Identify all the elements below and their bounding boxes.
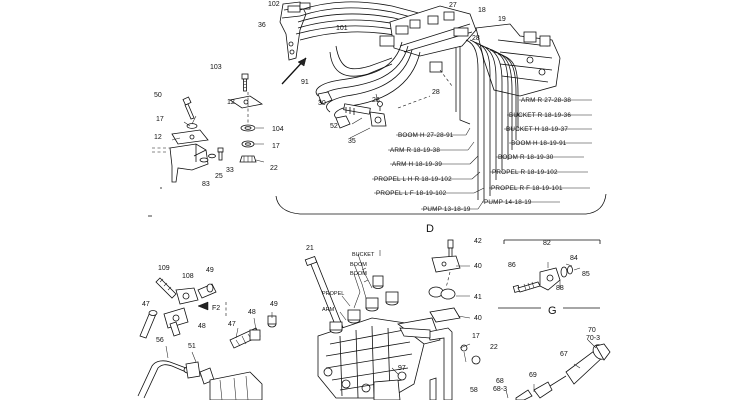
section-label-d: D — [426, 223, 434, 235]
hose-label-pump-13-18-19: PUMP 13-18-19 — [423, 206, 471, 213]
part-22-lower: 22 — [490, 344, 498, 351]
hose-label-propel-l-h-r: PROPEL L H R 18-19-102 — [374, 176, 452, 183]
part-68-3: 68-3 — [493, 386, 507, 393]
part-82: 82 — [543, 240, 551, 247]
part-70: 70 — [588, 327, 596, 334]
fitting-group-52-35 — [343, 93, 387, 139]
part-22-upper: 22 — [270, 165, 278, 172]
part-28-right: 28 — [472, 35, 480, 42]
part-67: 67 — [560, 351, 568, 358]
part-88: 88 — [556, 285, 564, 292]
part-49-right: 49 — [270, 301, 278, 308]
valve-label-boom-b: BOOM — [350, 271, 367, 277]
hose-label-boom-r-18-19-30: BOOM R 18-19-30 — [498, 154, 554, 161]
part-108: 108 — [182, 273, 194, 280]
part-103: 103 — [210, 64, 222, 71]
hose-label-propel-l-f: PROPEL L F 18-19-102 — [376, 190, 447, 197]
valve-label-boom-a: BOOM — [350, 262, 367, 268]
control-valve-assembly — [304, 250, 441, 399]
part-47-right: 47 — [228, 321, 236, 328]
part-12-plate-lower: 12 — [154, 134, 162, 141]
hose-label-boom-h-18-19-91: BOOM H 18-19-91 — [511, 140, 567, 147]
part-48-right: 48 — [248, 309, 256, 316]
valve-label-bucket: BUCKET — [352, 252, 375, 258]
part-86: 86 — [508, 262, 516, 269]
section-d-bracket — [148, 187, 607, 217]
section-labels: D G — [426, 223, 563, 317]
part-102: 102 — [268, 1, 280, 8]
part-25: 25 — [215, 173, 223, 180]
part-48-left: 48 — [198, 323, 206, 330]
part-12-plate-upper: 12 — [227, 99, 235, 106]
hose-label-arm-r-27-28-38: ARM R 27-28-38 — [521, 97, 571, 104]
part-36: 36 — [258, 22, 266, 29]
part-28-fitting: 28 — [372, 97, 380, 104]
hose-label-propel-r-f-101: PROPEL R F 18-19-101 — [491, 185, 563, 192]
part-50: 50 — [154, 92, 162, 99]
part-56: 56 — [156, 337, 164, 344]
part-18: 18 — [478, 7, 486, 14]
part-97: 97 — [398, 365, 406, 372]
part-17-lower: 17 — [472, 333, 480, 340]
hose-label-arm-h-18-19-39: ARM H 18-19-39 — [392, 161, 442, 168]
part-17-right: 17 — [272, 143, 280, 150]
cylinder-group-67-70 — [505, 339, 611, 400]
valve-label-propel: PROPEL — [322, 291, 344, 297]
part-109: 109 — [158, 265, 170, 272]
part-47-left: 47 — [142, 301, 150, 308]
section-label-g-front: G — [548, 305, 557, 317]
part-35: 35 — [348, 138, 356, 145]
hose-label-propel-r-102: PROPEL R 18-19-102 — [492, 169, 558, 176]
fitting-group-f2 — [137, 277, 277, 400]
part-41: 41 — [474, 294, 482, 301]
hose-routing-labels: ARM R 27-28-38 BUCKET R 18-19-36 BUCKET … — [372, 97, 592, 213]
hose-bundle-assembly — [279, 1, 561, 200]
flow-marker-f2: F2 — [212, 305, 220, 312]
hose-label-pump-14-18-19: PUMP 14-18-19 — [484, 199, 532, 206]
part-30: 30 — [318, 100, 326, 107]
hose-label-bucket-r: BUCKET R 18-19-36 — [509, 112, 571, 119]
part-68: 68 — [496, 378, 504, 385]
part-91: 91 — [301, 79, 309, 86]
bracket-group-50-83 — [152, 96, 224, 183]
part-27: 27 — [449, 2, 457, 9]
hose-label-boom-h-27-28-91: BOOM H 27-28-91 — [398, 132, 454, 139]
part-21: 21 — [306, 245, 314, 252]
part-33: 33 — [226, 167, 234, 174]
hose-label-arm-r-18-19-38: ARM R 18-19-38 — [390, 147, 440, 154]
part-42: 42 — [474, 238, 482, 245]
part-49-left: 49 — [206, 267, 214, 274]
part-58: 58 — [470, 387, 478, 394]
part-69: 69 — [529, 372, 537, 379]
part-51: 51 — [188, 343, 196, 350]
part-85: 85 — [582, 271, 590, 278]
section-g-assembly — [498, 239, 601, 309]
hose-label-bucket-h: BUCKET H 18-19-37 — [506, 126, 568, 133]
bracket-group-97 — [373, 327, 481, 400]
part-52: 52 — [330, 123, 338, 130]
part-28-upper: 28 — [432, 89, 440, 96]
part-40-upper: 40 — [474, 263, 482, 270]
part-84: 84 — [570, 255, 578, 262]
bracket-group-103-104 — [228, 73, 265, 163]
part-101: 101 — [336, 25, 348, 32]
valve-spool-labels: BUCKET BOOM BOOM PROPEL ARM — [322, 252, 375, 313]
part-40-lower: 40 — [474, 315, 482, 322]
part-17-left: 17 — [156, 116, 164, 123]
part-83: 83 — [202, 181, 210, 188]
part-104: 104 — [272, 126, 284, 133]
part-number-labels: 102 101 36 27 18 19 103 91 30 28 50 12 1… — [142, 1, 600, 394]
part-70-3: 70-3 — [586, 335, 600, 342]
fitting-group-42-41 — [428, 239, 471, 323]
valve-label-arm: ARM — [322, 307, 335, 313]
part-19: 19 — [498, 16, 506, 23]
